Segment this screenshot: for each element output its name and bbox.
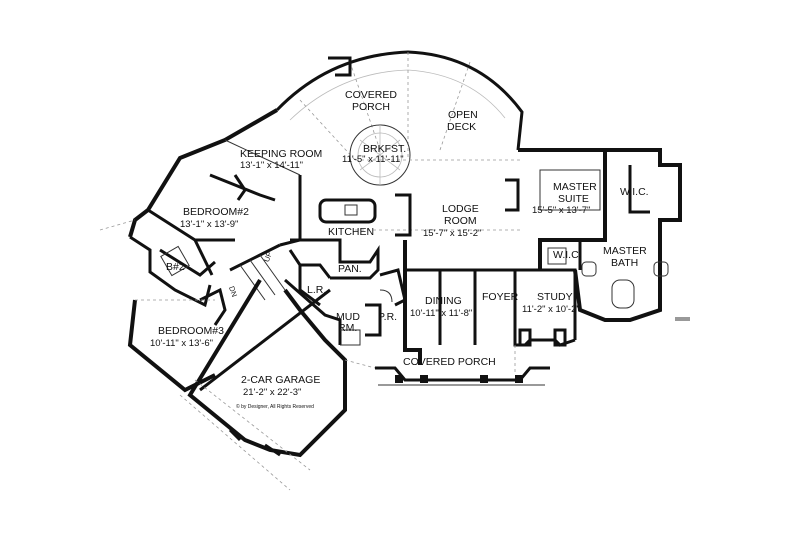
open-deck-label: OPEN	[448, 109, 478, 121]
copyright-text: © by Designer, All Rights Reserved	[236, 403, 314, 410]
front-porch	[344, 359, 550, 386]
dining-dims: 10'-11" x 11'-8"	[410, 308, 472, 319]
lodge-room-dims: 15'-7" x 15'-2"	[423, 228, 481, 239]
central-walls	[279, 159, 520, 346]
bath-2-label: B#2	[166, 261, 185, 273]
bedroom-2-label: BEDROOM#2	[183, 206, 249, 218]
wic-1-label: W.I.C.	[620, 186, 649, 198]
room-labels: COVERED PORCH OPEN DECK KEEPING ROOM 13'…	[150, 89, 649, 410]
lodge-room-label: LODGE	[442, 203, 479, 215]
laundry-label: L.R.	[307, 284, 326, 296]
bedroom-3-dims: 10'-11" x 13'-6"	[150, 338, 213, 349]
breakfast-dims: 11'-5" x 11'-11"	[342, 154, 404, 165]
bedroom-3-label: BEDROOM#3	[158, 325, 224, 337]
bedroom-2-dims: 13'-1" x 13'-9"	[180, 219, 238, 230]
dining-label: DINING	[425, 295, 462, 307]
right-walls	[403, 148, 690, 375]
master-bath-label-2: BATH	[611, 257, 638, 269]
garage-dims: 21'-2" x 22'-3"	[243, 387, 301, 398]
master-suite-dims: 15'-5" x 13'-7"	[532, 205, 590, 216]
study-dims: 11'-2" x 10'-2"	[522, 304, 580, 315]
master-suite-label: MASTER	[553, 181, 597, 193]
keeping-room-label: KEEPING ROOM	[240, 148, 322, 160]
mud-room-label-2: RM.	[338, 322, 357, 334]
study-label: STUDY	[537, 291, 573, 303]
kitchen-label: KITCHEN	[328, 226, 374, 238]
lodge-room-label-2: ROOM	[444, 215, 477, 227]
mud-room-label: MUD	[336, 311, 360, 323]
covered-porch-front-label: COVERED PORCH	[403, 356, 496, 368]
pantry-label: PAN.	[338, 263, 362, 275]
garage-label: 2-CAR GARAGE	[241, 374, 320, 386]
keeping-room-dims: 13'-1" x 14'-11"	[240, 160, 303, 171]
master-bath-label: MASTER	[603, 245, 647, 257]
rear-deck-outline	[275, 50, 524, 186]
master-suite-label-2: SUITE	[558, 193, 589, 205]
garage-walls	[179, 278, 347, 491]
open-deck-label-2: DECK	[447, 121, 476, 133]
powder-room-label: P.R.	[378, 311, 397, 323]
foyer-label: FOYER	[482, 291, 519, 303]
stair-dn-label: DN	[227, 285, 239, 298]
breakfast-label: BRKFST.	[363, 143, 406, 155]
wic-2-label: W.I.C.	[553, 249, 582, 261]
left-wing-walls	[99, 108, 301, 393]
stair-up-label: UP	[262, 250, 274, 263]
covered-porch-rear-label: COVERED	[345, 89, 397, 101]
covered-porch-rear-label-2: PORCH	[352, 101, 390, 113]
